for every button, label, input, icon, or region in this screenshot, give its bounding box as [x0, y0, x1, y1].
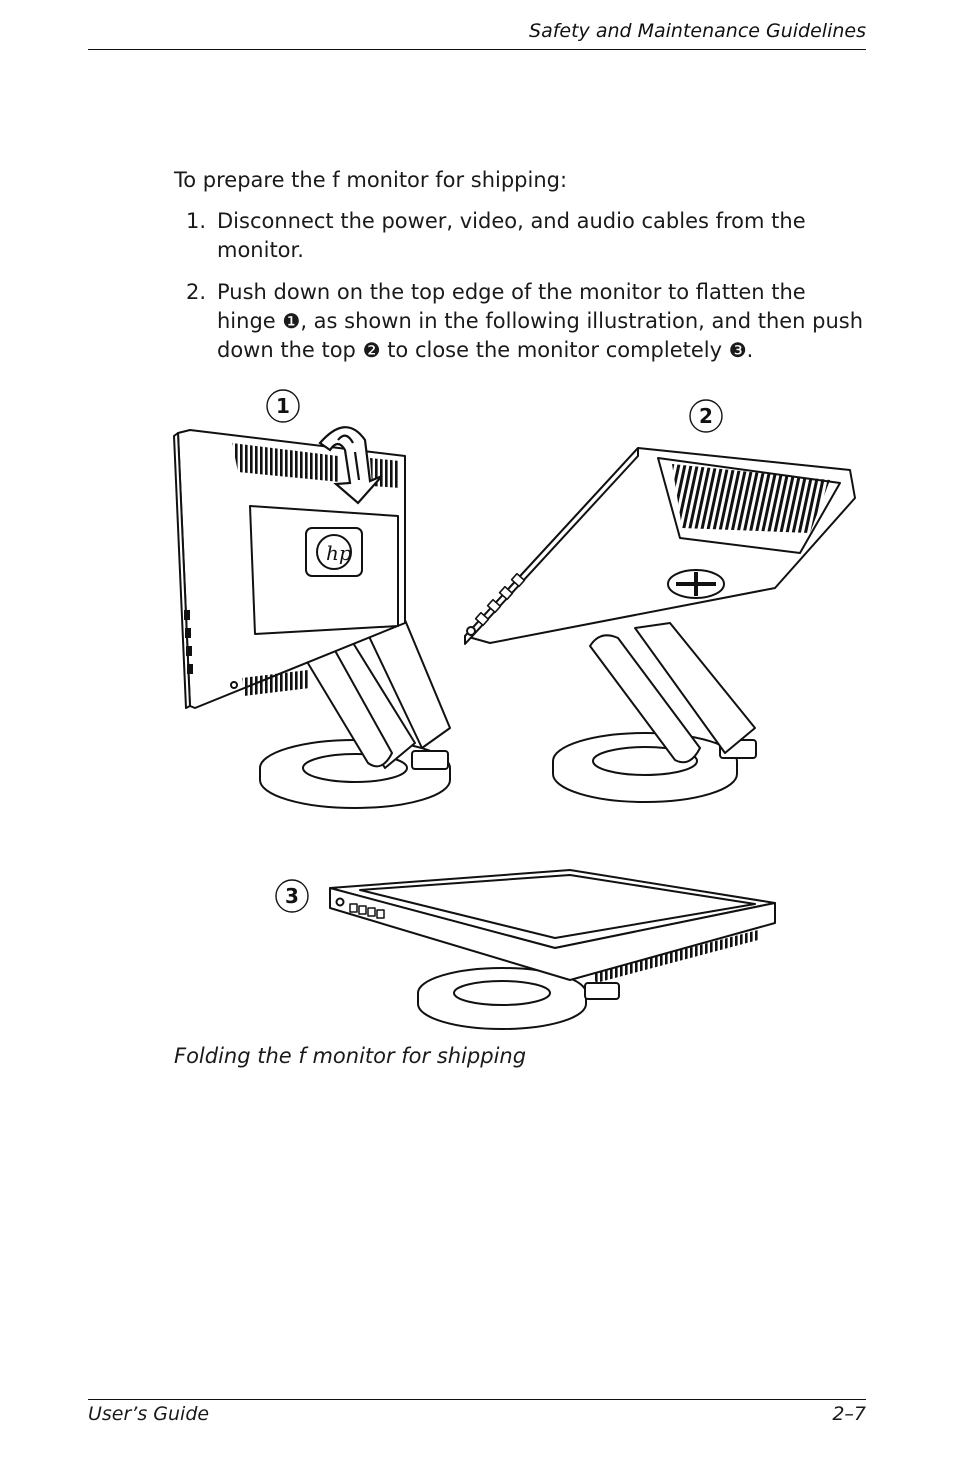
step-2: 2. Push down on the top edge of the moni… — [186, 278, 866, 365]
page-number: 2–7 — [832, 1403, 866, 1425]
monitor-tilted-view — [464, 447, 856, 803]
callout-3: 3 — [275, 879, 309, 913]
step-2-number: 2. — [186, 280, 207, 304]
marker-1: ❶ — [282, 309, 301, 333]
svg-text:hp: hp — [326, 541, 352, 565]
intro-paragraph: To prepare the f monitor for shipping: — [174, 168, 568, 192]
header-divider — [88, 49, 866, 50]
step-2-text: Push down on the top edge of the monitor… — [217, 280, 864, 362]
monitor-folded-view — [329, 869, 776, 1030]
running-header: Safety and Maintenance Guidelines — [529, 20, 866, 42]
footer-divider — [88, 1399, 866, 1400]
rotate-arrow-icon — [318, 426, 383, 505]
marker-2: ❷ — [362, 338, 381, 362]
step-1: 1. Disconnect the power, video, and audi… — [186, 207, 866, 265]
svg-text:2: 2 — [699, 404, 713, 428]
callout-1: 1 — [266, 389, 300, 423]
monitor-rear-view: hp — [173, 429, 451, 809]
footer-doc-title: User’s Guide — [88, 1403, 210, 1425]
svg-text:3: 3 — [285, 884, 299, 908]
figure-caption: Folding the f monitor for shipping — [174, 1044, 527, 1068]
monitor-folding-illustration: hp — [173, 389, 856, 1030]
marker-3: ❸ — [728, 338, 747, 362]
svg-text:1: 1 — [276, 394, 290, 418]
callout-2: 2 — [689, 399, 723, 433]
step-1-text: Disconnect the power, video, and audio c… — [217, 209, 806, 262]
step-1-number: 1. — [186, 209, 207, 233]
